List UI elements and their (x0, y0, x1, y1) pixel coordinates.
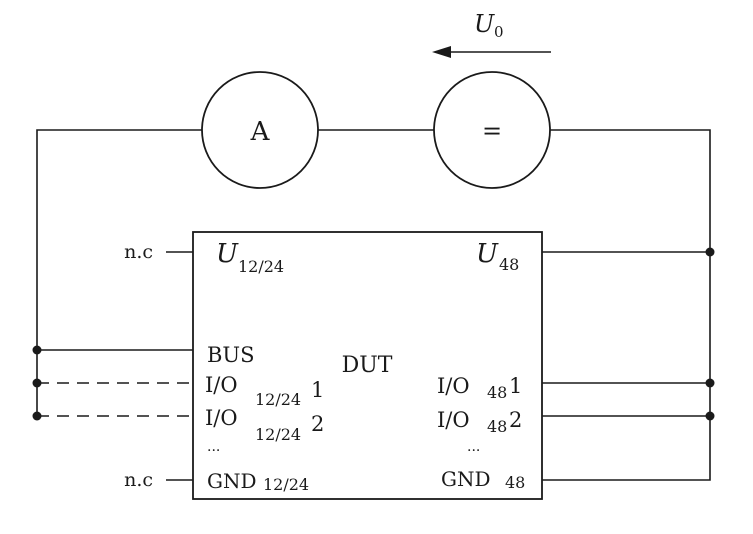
right-rail-wire (550, 129, 711, 416)
io1-left-suffix: 1 (311, 378, 324, 402)
ammeter-icon (201, 71, 319, 189)
left-rail-wire (36, 129, 203, 383)
u0-arrowhead-icon (432, 46, 451, 58)
dc-source-icon (433, 71, 551, 189)
nc-bottom-label: n.c (124, 469, 153, 491)
junction-right-io2-dot (705, 411, 715, 421)
junction-left-io2-dot (32, 411, 42, 421)
u-48-subscript: 48 (499, 255, 519, 274)
io1-left-prefix: I/O (205, 373, 238, 397)
u0-symbol: U (474, 10, 495, 38)
junction-right-u48-dot (705, 247, 715, 257)
u-12-24-subscript: 12/24 (238, 257, 284, 276)
right-more-pins: ... (467, 439, 480, 455)
junction-bus-dot (32, 345, 42, 355)
gnd-right-prefix: GND (441, 467, 491, 491)
u-48-symbol: U (476, 239, 499, 269)
u0-subscript: 0 (494, 23, 504, 41)
gnd-right-subscript: 48 (505, 473, 525, 492)
io1-right-subscript: 48 (487, 383, 507, 402)
left-more-pins: ... (207, 439, 220, 455)
io2-left-suffix: 2 (311, 412, 324, 436)
gnd-right-wire (542, 416, 711, 481)
junction-left-io1-dot (32, 378, 42, 388)
u-12-24-symbol: U (216, 239, 239, 269)
io2-right-suffix: 2 (509, 408, 522, 432)
ammeter-label: A (250, 117, 271, 147)
io1-left-subscript: 12/24 (255, 390, 301, 409)
io1-right-suffix: 1 (509, 374, 522, 398)
nc-top-label: n.c (124, 241, 153, 263)
io2-left-subscript: 12/24 (255, 425, 301, 444)
dut-label: DUT (342, 353, 393, 378)
io2-right-prefix: I/O (437, 408, 470, 432)
io2-right-subscript: 48 (487, 417, 507, 436)
gnd-left-prefix: GND (207, 469, 257, 493)
dut-box (192, 231, 543, 500)
gnd-left-subscript: 12/24 (263, 475, 309, 494)
bus-label: BUS (207, 343, 255, 367)
junction-right-io1-dot (705, 378, 715, 388)
dc-source-label: = (482, 117, 502, 145)
io2-left-prefix: I/O (205, 406, 238, 430)
io1-right-prefix: I/O (437, 374, 470, 398)
